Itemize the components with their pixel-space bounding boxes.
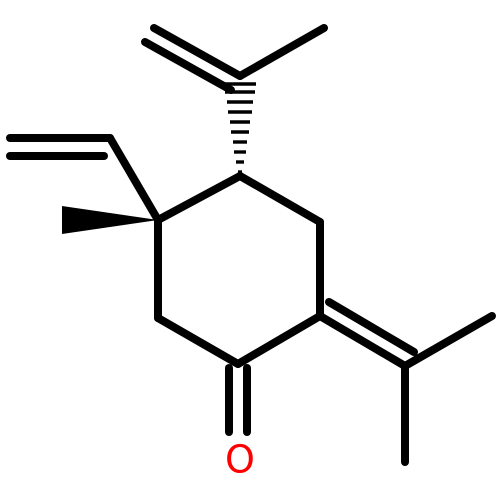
atom-label-oxygen: O xyxy=(225,438,255,482)
bond-isopropenyl-double-a xyxy=(150,24,244,80)
bond-isopropenyl-methyl xyxy=(236,24,328,80)
bond-isopropylidene-double-b xyxy=(325,298,418,356)
bond-ring-c1-c2 xyxy=(236,172,324,226)
wedge-bond-methyl xyxy=(62,206,158,234)
hashed-bond-isopropenyl xyxy=(224,82,256,174)
bond-ring-c6-c1 xyxy=(154,172,244,224)
bond-ring-c3-c4 xyxy=(234,312,324,368)
bond-isopropylidene-methyl-1 xyxy=(401,312,496,370)
bond-isopropenyl-double-b xyxy=(141,38,235,94)
bond-ring-c4-c5 xyxy=(154,314,242,368)
bond-isopropylidene-double-a xyxy=(316,312,409,370)
bond-vinyl-single xyxy=(106,134,162,224)
